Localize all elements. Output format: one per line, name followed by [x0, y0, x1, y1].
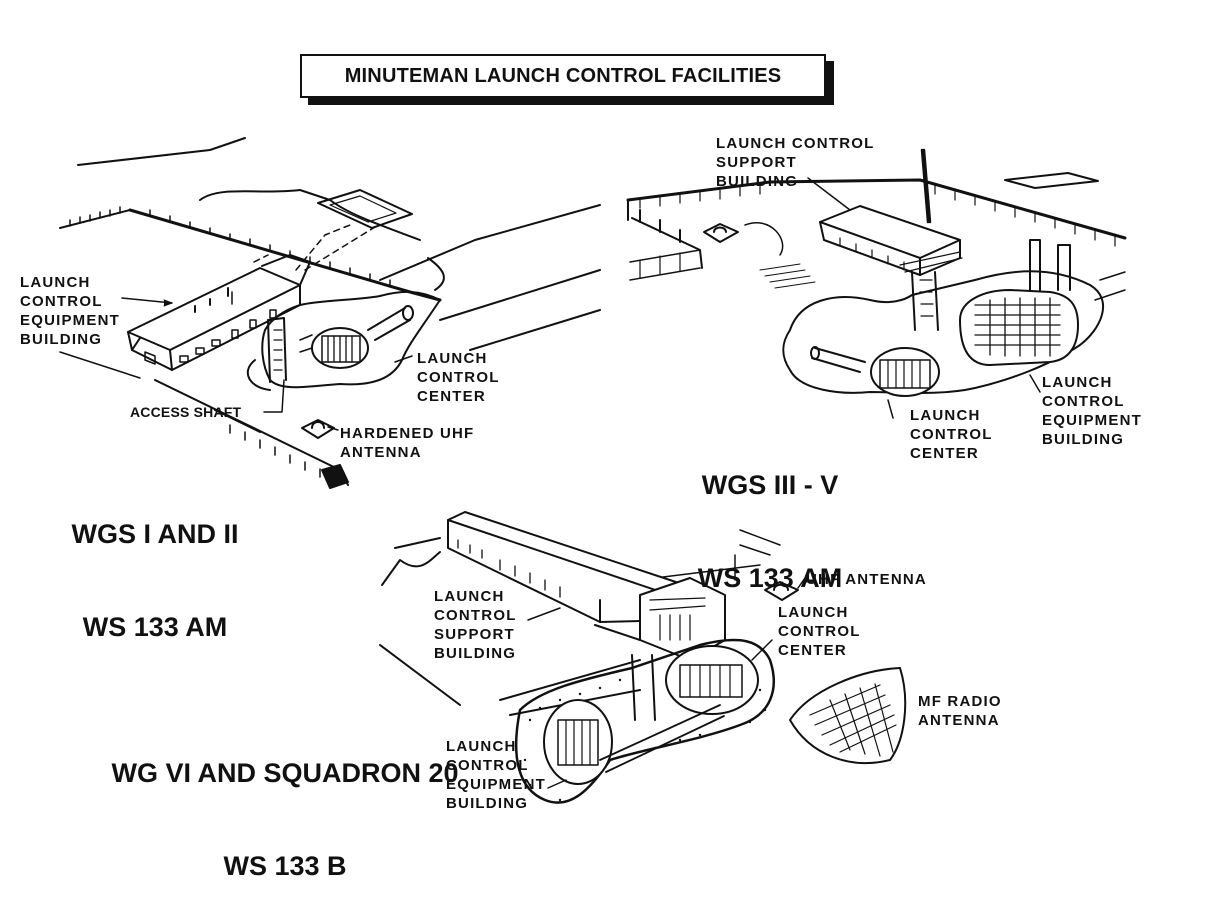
d2-equipment-building-label: LAUNCH CONTROL EQUIPMENT BUILDING	[1042, 374, 1142, 448]
diagram-3-illustration	[379, 511, 907, 804]
d2-control-center-label: LAUNCH CONTROL CENTER	[910, 407, 993, 462]
d3-equipment-building-label: LAUNCH CONTROL EQUIPMENT BUILDING	[446, 738, 546, 812]
d1-heading: WGS I AND II WS 133 AM	[40, 457, 270, 674]
d1-access-shaft-label: ACCESS SHAFT	[130, 404, 242, 420]
d3-heading: WG VI AND SQUADRON 20 WS 133 B	[75, 696, 495, 913]
d3-mf-radio-antenna-label: MF RADIO ANTENNA	[918, 693, 1002, 729]
diagram-1-illustration	[59, 137, 601, 489]
d3-control-center-label: LAUNCH CONTROL CENTER	[778, 604, 861, 659]
d2-heading: WGS III - V WS 133 AM	[660, 408, 880, 625]
d3-heading-line-1: WG VI AND SQUADRON 20	[111, 758, 459, 788]
d2-heading-line-2: WS 133 AM	[697, 563, 843, 593]
page-title: MINUTEMAN LAUNCH CONTROL FACILITIES	[300, 54, 826, 98]
d1-equipment-building-label: LAUNCH CONTROL EQUIPMENT BUILDING	[20, 274, 120, 348]
d3-heading-line-2: WS 133 B	[223, 851, 347, 881]
d1-heading-line-2: WS 133 AM	[82, 612, 228, 642]
diagram-2-illustration	[626, 148, 1127, 419]
d1-control-center-label: LAUNCH CONTROL CENTER	[417, 350, 500, 405]
d2-heading-line-1: WGS III - V	[701, 470, 839, 500]
d3-support-building-label: LAUNCH CONTROL SUPPORT BUILDING	[434, 588, 517, 662]
d2-support-building-label: LAUNCH CONTROL SUPPORT BUILDING	[716, 135, 875, 190]
d3-uhf-antenna-label: UHF ANTENNA	[806, 571, 927, 588]
d1-heading-line-1: WGS I AND II	[71, 519, 239, 549]
diagram-artwork	[59, 137, 1127, 804]
d1-uhf-antenna-label: HARDENED UHF ANTENNA	[340, 425, 475, 461]
